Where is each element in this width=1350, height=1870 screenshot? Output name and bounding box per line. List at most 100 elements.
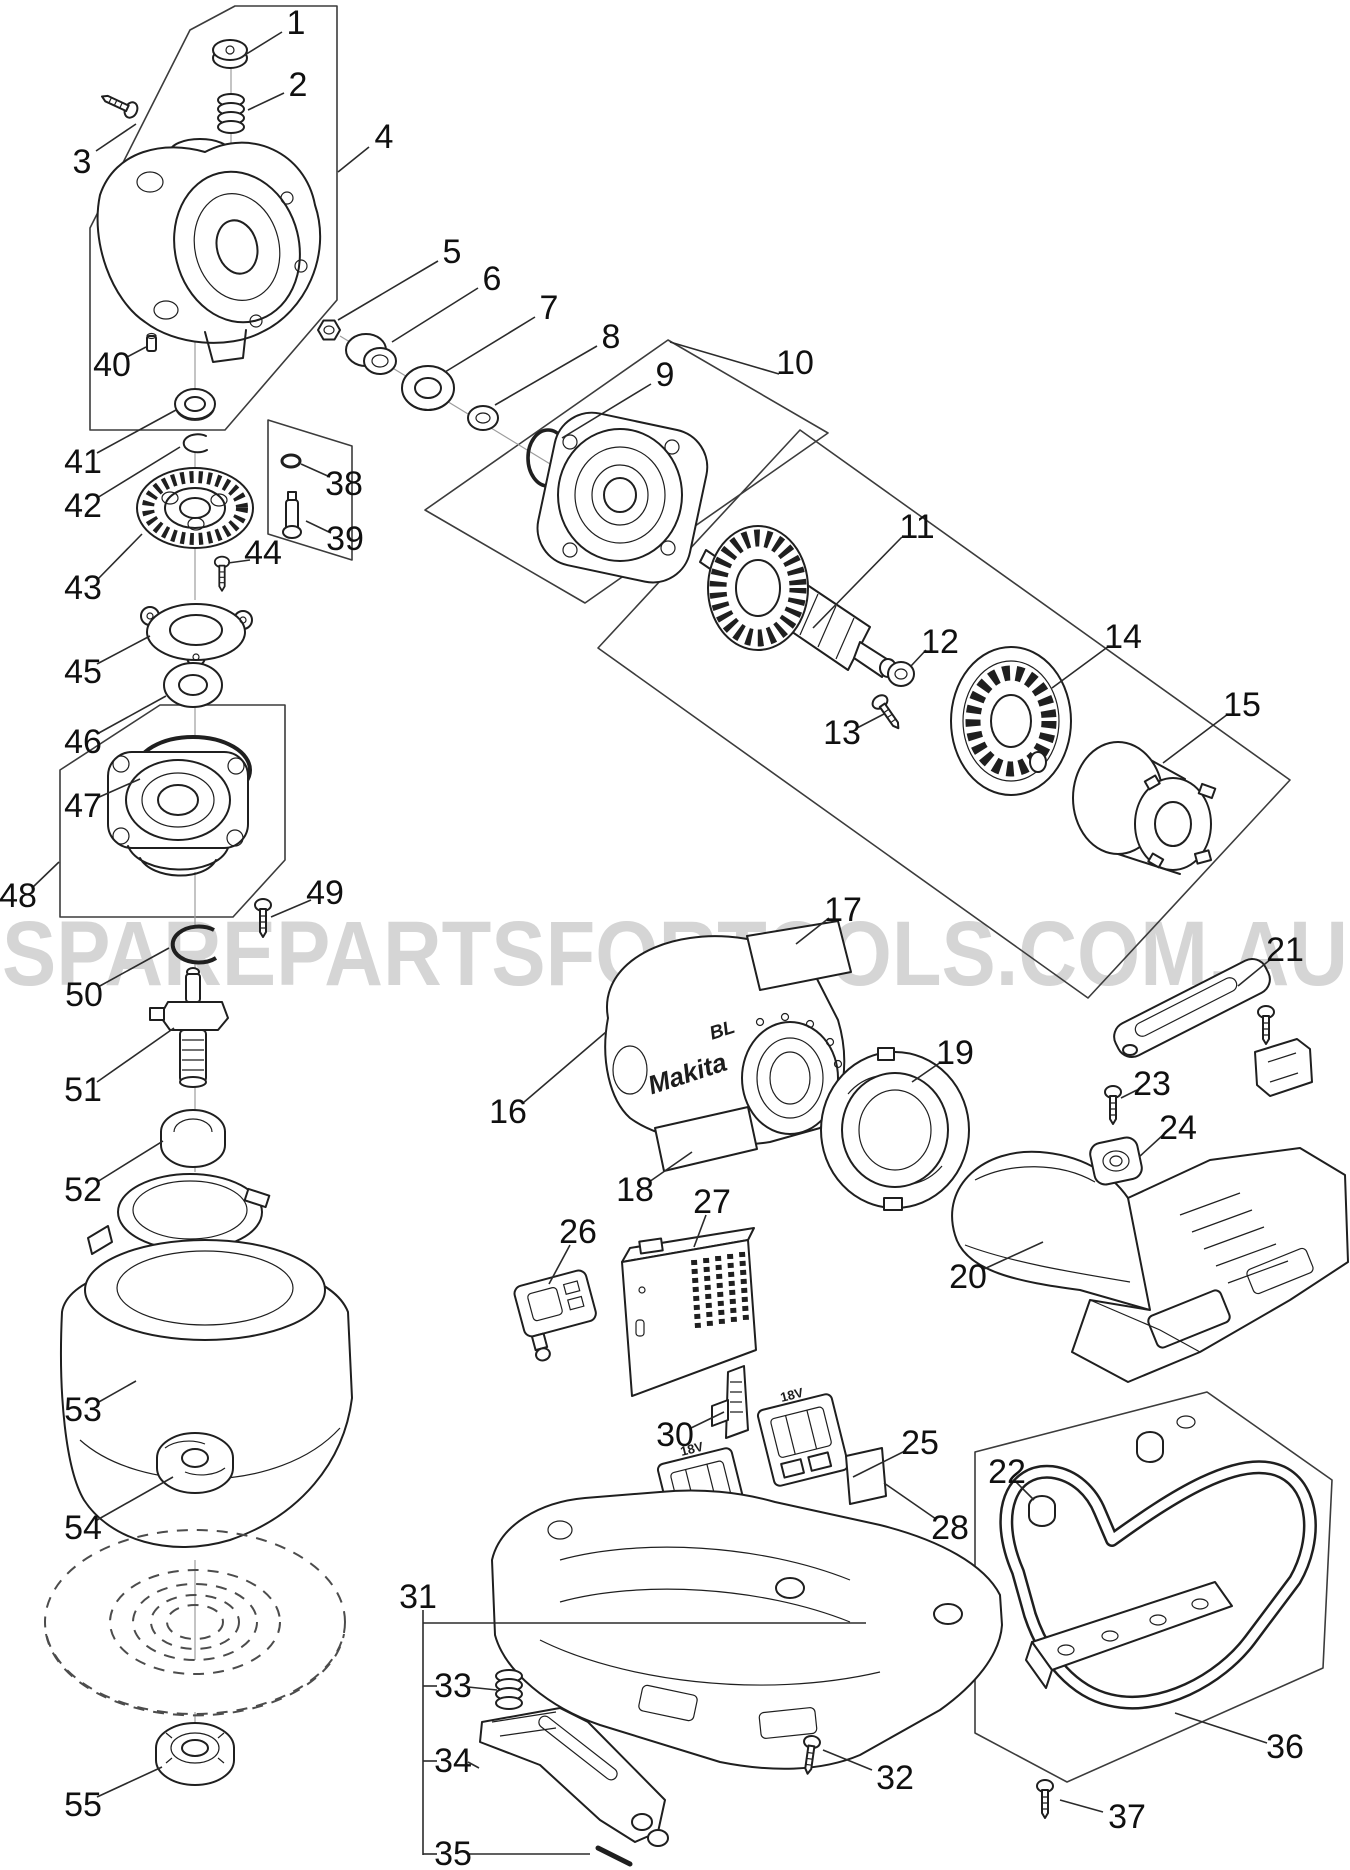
part-label-5: 5 bbox=[443, 233, 462, 271]
part-label-43: 43 bbox=[64, 569, 102, 607]
screw-44-drawing bbox=[213, 555, 231, 592]
part-label-35: 35 bbox=[434, 1835, 472, 1870]
part-label-23: 23 bbox=[1133, 1065, 1171, 1103]
leader-line-1 bbox=[239, 31, 283, 59]
gear-housing-drawing bbox=[96, 138, 322, 363]
leader-line-10 bbox=[669, 341, 780, 375]
leader-line-36 bbox=[1174, 1712, 1268, 1744]
leader-line-2 bbox=[247, 92, 285, 111]
leader-line-27 bbox=[693, 1214, 707, 1248]
part-label-15: 15 bbox=[1223, 686, 1261, 724]
leader-line-55 bbox=[96, 1766, 163, 1798]
terminal-25a-marking: 18V bbox=[679, 1439, 705, 1459]
spring-2-drawing bbox=[217, 93, 245, 134]
washer-8-drawing bbox=[467, 405, 499, 431]
leader-line-4 bbox=[337, 146, 370, 173]
nut-5-drawing bbox=[317, 319, 341, 341]
leader-line-5 bbox=[337, 260, 439, 321]
baffle-plate-14-drawing bbox=[950, 646, 1072, 796]
battery-terminal-25b-drawing: 18V bbox=[756, 1385, 850, 1487]
leader-line-34 bbox=[467, 1761, 480, 1769]
spindle-51-drawing bbox=[149, 967, 229, 1088]
leader-line-17 bbox=[795, 917, 830, 945]
part-label-50: 50 bbox=[65, 976, 103, 1014]
part-label-48: 48 bbox=[0, 877, 37, 915]
leader-line-12 bbox=[910, 649, 927, 667]
stator-15-drawing bbox=[1072, 741, 1217, 875]
screw-3-drawing bbox=[97, 88, 141, 121]
part-label-11: 11 bbox=[899, 508, 934, 546]
part-label-27: 27 bbox=[693, 1183, 731, 1221]
retainer-plate-45-drawing bbox=[140, 603, 253, 667]
bracket-connectors bbox=[422, 1610, 866, 1855]
part-label-53: 53 bbox=[64, 1391, 102, 1429]
circlip-42-drawing bbox=[182, 433, 208, 454]
part-label-10: 10 bbox=[776, 344, 814, 382]
part-label-46: 46 bbox=[64, 723, 102, 761]
leader-line-33 bbox=[467, 1686, 498, 1691]
bushing-22-drawing bbox=[1028, 1415, 1196, 1527]
part-label-7: 7 bbox=[540, 289, 559, 327]
leader-line-6 bbox=[391, 287, 479, 343]
leader-line-54 bbox=[96, 1476, 174, 1521]
inner-flange-54-drawing bbox=[156, 1432, 234, 1494]
leader-line-44 bbox=[227, 559, 251, 564]
bearing-housing-48-drawing bbox=[107, 751, 249, 877]
screw-23-drawing bbox=[1104, 1085, 1122, 1125]
part-label-49: 49 bbox=[306, 874, 344, 912]
switch-26-drawing bbox=[513, 1269, 597, 1362]
terminal-strip-30-drawing bbox=[711, 1365, 749, 1439]
part-label-25: 25 bbox=[901, 1424, 939, 1462]
lock-nut-55-drawing bbox=[155, 1722, 235, 1786]
leader-line-18 bbox=[648, 1151, 693, 1183]
leader-line-8 bbox=[494, 345, 598, 406]
boundary-box-38-39 bbox=[267, 419, 353, 561]
leader-line-22 bbox=[1015, 1481, 1035, 1501]
leader-line-43 bbox=[96, 533, 143, 581]
leader-line-46 bbox=[96, 695, 167, 735]
grommet-1-drawing bbox=[212, 39, 248, 69]
part-label-45: 45 bbox=[64, 653, 102, 691]
leader-line-45 bbox=[96, 635, 151, 665]
leader-line-15 bbox=[1162, 713, 1229, 764]
boundary-box-48 bbox=[59, 704, 286, 918]
part-label-40: 40 bbox=[93, 346, 131, 384]
leader-line-40 bbox=[126, 346, 147, 358]
leader-line-47 bbox=[96, 778, 141, 799]
bearing-box-10-drawing bbox=[536, 411, 709, 584]
part-label-28: 28 bbox=[931, 1509, 969, 1547]
leader-line-49 bbox=[270, 899, 312, 918]
armature-11-drawing bbox=[699, 525, 897, 678]
leader-line-16 bbox=[522, 1031, 607, 1104]
collar-6-drawing bbox=[345, 333, 397, 375]
leader-line-7 bbox=[444, 316, 536, 373]
spring-33-drawing bbox=[495, 1669, 523, 1710]
part-label-17: 17 bbox=[824, 891, 862, 929]
bevel-gear-43-drawing bbox=[136, 467, 254, 549]
leader-line-23 bbox=[1120, 1089, 1138, 1099]
part-label-47: 47 bbox=[64, 787, 102, 825]
part-label-33: 33 bbox=[434, 1667, 472, 1705]
part-label-30: 30 bbox=[656, 1416, 694, 1454]
leader-line-28 bbox=[883, 1482, 937, 1520]
leader-line-32 bbox=[822, 1749, 873, 1771]
part-label-13: 13 bbox=[823, 714, 861, 752]
retainer-ring-19-drawing bbox=[820, 1047, 970, 1211]
part-label-44: 44 bbox=[244, 534, 282, 572]
part-label-20: 20 bbox=[949, 1258, 987, 1296]
part-label-24: 24 bbox=[1159, 1109, 1197, 1147]
part-label-14: 14 bbox=[1104, 618, 1142, 656]
leader-line-41 bbox=[96, 409, 177, 454]
leader-line-48 bbox=[31, 861, 60, 889]
terminal-25b-marking: 18V bbox=[779, 1385, 805, 1405]
leader-line-39 bbox=[305, 520, 332, 534]
part-label-39: 39 bbox=[326, 520, 364, 558]
part-label-12: 12 bbox=[921, 623, 959, 661]
base-housing-31-drawing bbox=[491, 1489, 1003, 1770]
part-label-34: 34 bbox=[434, 1742, 472, 1780]
label-sticker-28-drawing bbox=[845, 1447, 887, 1505]
boundary-box-36 bbox=[974, 1391, 1333, 1783]
leader-line-21 bbox=[1237, 958, 1272, 987]
part-label-42: 42 bbox=[64, 487, 102, 525]
pin-40-drawing bbox=[146, 332, 157, 352]
